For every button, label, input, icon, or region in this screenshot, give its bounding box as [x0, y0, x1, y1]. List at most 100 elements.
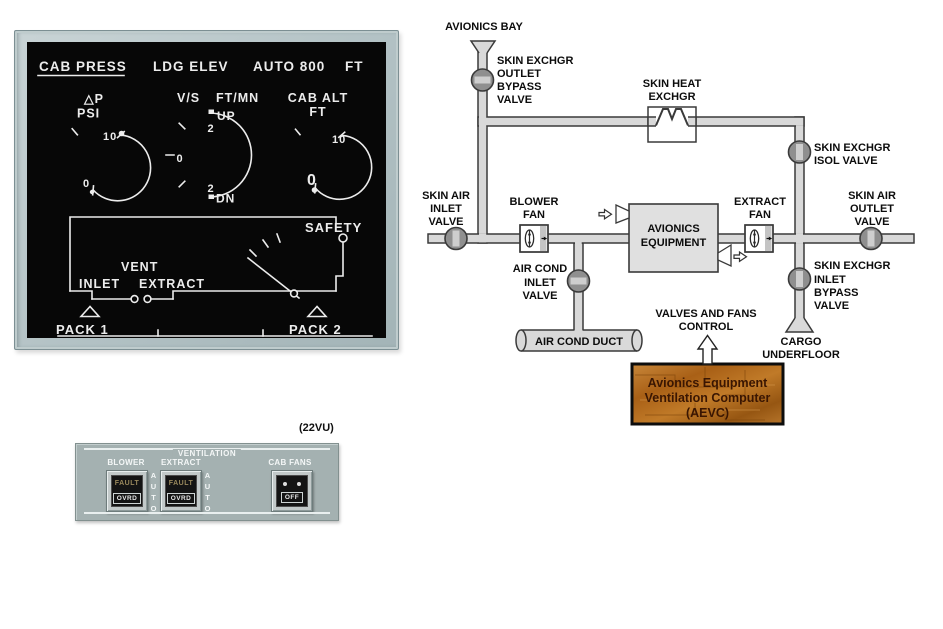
skin-exchgr-outlet-bypass-valve-icon: [472, 69, 494, 91]
cab-alt-label: CAB ALT: [288, 91, 348, 105]
outlet-bypass-valve-label-2: OUTLET: [497, 68, 541, 80]
vs-gauge: V/S FT/MN UP 2 0 2 DN: [165, 91, 259, 206]
safety-valve-hinge: [338, 233, 348, 243]
blower-auto-label: AUTO: [149, 471, 158, 515]
vs-mid-value: 0: [176, 153, 183, 165]
delta-p-max: 10: [103, 131, 117, 143]
pack1-label: PACK 1: [56, 322, 109, 337]
blower-pushbutton[interactable]: FAULT OVRD: [106, 470, 148, 512]
blower-fan-icon: [519, 224, 549, 253]
skin-air-outlet-valve-label-2: OUTLET: [850, 203, 894, 215]
skin-exchgr-inlet-bypass-valve-icon: [789, 268, 811, 290]
cab-alt-arc: [314, 134, 373, 201]
outflow-arrow-icon: [733, 250, 748, 263]
isol-valve-label-1: SKIN EXCHGR: [814, 142, 890, 154]
duct-junction: [575, 241, 582, 245]
pack2-label: PACK 2: [289, 322, 342, 337]
ecam-screen: CAB PRESS LDG ELEV AUTO 800 FT △P PSI 10…: [27, 42, 386, 338]
screen-bottom-ticks: [157, 329, 264, 337]
aevc-circuit-texture: [635, 367, 775, 421]
valves-fans-control-label-2: CONTROL: [679, 321, 734, 333]
blower-label: BLOWER: [107, 458, 145, 467]
blower-fan-label-1: BLOWER: [510, 196, 559, 208]
skin-exchanger-loop-duct: [477, 116, 805, 127]
vs-dn-label: DN: [216, 192, 235, 206]
inlet-valve-hinge: [130, 294, 139, 304]
inlet-duct-line: [69, 290, 93, 300]
outlet-bypass-valve-label-4: VALVE: [497, 94, 532, 106]
inflow-arrow-icon: [598, 208, 613, 221]
schematic-box-outline: [69, 216, 337, 292]
cab-alt-needle-pointer: [311, 187, 318, 193]
skin-heat-exchanger: [647, 106, 697, 143]
ldg-elev-mode-value: AUTO 800: [253, 59, 325, 74]
duct-junction: [479, 115, 487, 128]
inlet-label: INLET: [79, 277, 120, 291]
extract-duct-line: [172, 290, 337, 300]
cargo-underfloor-label-1: CARGO: [781, 336, 822, 348]
air-cond-duct-pipe: AIR COND DUCT: [515, 329, 643, 352]
ecam-graphics: CAB PRESS LDG ELEV AUTO 800 FT △P PSI 10…: [37, 59, 373, 337]
extract-pushbutton[interactable]: FAULT OVRD: [160, 470, 202, 512]
vs-unit: FT/MN: [216, 91, 259, 105]
vs-up-value: 2: [207, 123, 214, 135]
cargo-underfloor-funnel-outline: [784, 317, 815, 333]
blower-ovrd-light: OVRD: [112, 493, 142, 504]
lamp-dot-icon: [283, 482, 287, 486]
safety-valve-line: [335, 241, 344, 292]
duct-junction: [796, 233, 803, 244]
cab-fans-pushbutton-face: OFF: [276, 475, 308, 507]
cab-alt-gauge: CAB ALT FT 10 0: [288, 91, 373, 201]
cab-fans-off-light: OFF: [280, 492, 304, 503]
outlet-bypass-valve-label-1: SKIN EXCHGR: [497, 55, 573, 67]
skin-air-outlet-valve-label-3: VALVE: [854, 216, 889, 228]
air-cond-inlet-valve-label-2: INLET: [524, 277, 556, 289]
vs-up-label: UP: [217, 109, 236, 123]
extract-label: EXTRACT: [161, 458, 201, 467]
vs-dn-marker: [208, 194, 214, 199]
delta-p-arc: [91, 134, 152, 202]
cab-fans-pushbutton[interactable]: OFF: [271, 470, 313, 512]
vs-dn-value: 2: [207, 183, 214, 195]
skin-air-inlet-valve-label-2: INLET: [430, 203, 462, 215]
skin-air-inlet-valve-label-3: VALVE: [428, 216, 463, 228]
aevc-computer-box: Avionics Equipment Ventilation Computer …: [630, 362, 785, 426]
cab-alt-max: 10: [332, 134, 346, 146]
pack2-triangle-icon: [306, 305, 328, 318]
lamp-dot-icon: [297, 482, 301, 486]
air-cond-inlet-valve-label-3: VALVE: [522, 290, 557, 302]
extract-fan-icon: [744, 224, 774, 253]
extract-auto-label: AUTO: [203, 471, 212, 515]
pack1-triangle-icon: [79, 305, 101, 318]
skin-air-inlet-valve-label-1: SKIN AIR: [422, 190, 470, 202]
aevc-label-2: Ventilation Computer: [645, 391, 771, 405]
vs-arc: [208, 112, 253, 198]
valves-fans-control-label-1: VALVES AND FANS: [655, 308, 756, 320]
blower-pushbutton-face: FAULT OVRD: [111, 475, 143, 507]
skin-air-inlet-valve-icon: [445, 228, 467, 250]
ventilation-system-diagram: AIR COND DUCT AVIONICS EQUIPMENT: [422, 21, 915, 426]
extract-fault-light: FAULT: [168, 480, 194, 487]
delta-p-unit: PSI: [77, 107, 100, 121]
blower-fan-label-2: FAN: [523, 209, 545, 221]
delta-p-needle-pointer: [118, 130, 125, 137]
blower-fault-light: FAULT: [114, 480, 140, 487]
avionics-bay-label: AVIONICS BAY: [445, 21, 523, 33]
panel-tag: (22VU): [299, 422, 334, 434]
vs-up-marker: [208, 109, 214, 114]
cab-alt-unit: FT: [309, 105, 326, 119]
aevc-label-1: Avionics Equipment: [648, 376, 769, 390]
ldg-elev-label: LDG ELEV: [153, 59, 229, 74]
extract-fan-label-1: EXTRACT: [734, 196, 786, 208]
outlet-bypass-valve-label-3: BYPASS: [497, 81, 541, 93]
duct-junction: [796, 125, 804, 127]
cargo-underfloor-label-2: UNDERFLOOR: [762, 349, 840, 361]
inlet-bypass-valve-label-3: BYPASS: [814, 287, 858, 299]
outflow-valve-pivot: [289, 289, 299, 298]
outflow-scale-ticks: [248, 232, 282, 258]
delta-p-gauge: △P PSI 10 0: [71, 92, 152, 202]
skin-air-outlet-valve-label-1: SKIN AIR: [848, 190, 896, 202]
air-cond-inlet-valve-label-1: AIR COND: [513, 263, 567, 275]
control-arrow-icon: [696, 334, 719, 365]
